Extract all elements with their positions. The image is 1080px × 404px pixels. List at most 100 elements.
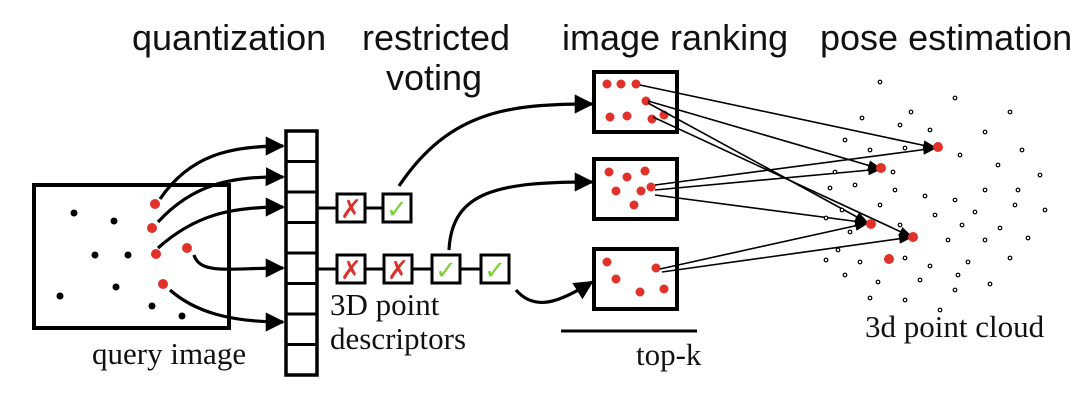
cloud-point bbox=[937, 307, 943, 313]
cloud-point bbox=[875, 279, 881, 285]
cloud-point bbox=[987, 281, 993, 287]
cloud-point bbox=[952, 95, 958, 101]
query-matched-feature bbox=[150, 199, 160, 209]
cloud-point bbox=[897, 122, 903, 128]
accept-mark: ✓ bbox=[484, 256, 506, 286]
cloud-point bbox=[842, 137, 848, 143]
vote-arrow bbox=[447, 172, 594, 251]
cloud-point bbox=[952, 197, 958, 203]
query-image-features bbox=[56, 199, 192, 320]
query-feature-point bbox=[148, 302, 156, 310]
cloud-point bbox=[902, 145, 908, 151]
point-cloud-matched-points bbox=[866, 142, 943, 264]
cloud-point bbox=[897, 222, 903, 228]
visual-word-vocabulary bbox=[284, 129, 319, 377]
cloud-point bbox=[867, 147, 873, 153]
cloud-point bbox=[972, 209, 978, 215]
reject-mark: ✗ bbox=[340, 195, 362, 225]
matched-3d-point bbox=[908, 232, 918, 242]
quantization-heading: quantization bbox=[132, 17, 327, 58]
cloud-point bbox=[1025, 235, 1031, 241]
cloud-point bbox=[892, 187, 898, 193]
quantization-arrows bbox=[156, 136, 285, 332]
cloud-point bbox=[867, 295, 873, 301]
query-feature-point bbox=[70, 209, 78, 217]
query-image-label: query image bbox=[92, 336, 247, 371]
query-feature-point bbox=[124, 251, 132, 259]
quantization-arrow bbox=[168, 288, 285, 332]
cloud-point bbox=[902, 255, 908, 261]
cloud-point bbox=[1012, 202, 1018, 208]
cloud-point bbox=[1037, 172, 1043, 178]
cloud-point bbox=[932, 212, 938, 218]
cloud-point bbox=[859, 115, 865, 121]
cloud-point bbox=[835, 247, 841, 253]
descriptor-box-rejected bbox=[382, 253, 414, 285]
cloud-point bbox=[982, 129, 988, 135]
cloud-point bbox=[1015, 187, 1021, 193]
cloud-point bbox=[982, 237, 988, 243]
vote-arrow bbox=[397, 94, 594, 187]
cloud-point bbox=[957, 152, 963, 158]
correspondence-lines bbox=[639, 84, 938, 273]
matched-3d-point bbox=[876, 163, 886, 173]
top-k-label: top-k bbox=[636, 337, 702, 372]
cloud-point bbox=[945, 237, 951, 243]
query-matched-feature bbox=[158, 279, 168, 289]
reject-mark: ✗ bbox=[387, 256, 409, 286]
query-image-frame bbox=[32, 183, 231, 330]
ranked-image-3 bbox=[592, 247, 679, 311]
descriptor-box-rejected bbox=[335, 253, 367, 285]
cloud-point bbox=[1042, 207, 1048, 213]
cloud-point bbox=[832, 169, 838, 175]
cloud-point bbox=[959, 222, 965, 228]
query-matched-feature bbox=[182, 243, 192, 253]
matched-3d-point bbox=[884, 254, 894, 264]
query-feature-point bbox=[91, 251, 99, 259]
vote-arrow bbox=[514, 280, 594, 305]
cloud-point bbox=[877, 79, 883, 85]
cloud-point bbox=[857, 259, 863, 265]
cloud-point bbox=[952, 287, 958, 293]
cloud-point bbox=[1007, 255, 1013, 261]
image-ranking-heading: image ranking bbox=[562, 17, 789, 58]
quantization-arrow bbox=[158, 136, 285, 200]
descriptor-list-lower: ✗ ✗ ✓ ✓ bbox=[317, 253, 511, 286]
cloud-point bbox=[1007, 109, 1013, 115]
cloud-point bbox=[827, 185, 833, 191]
descriptor-box-rejected bbox=[335, 192, 367, 224]
restricted-voting-heading-line1: restricted bbox=[362, 17, 511, 58]
cloud-point bbox=[908, 109, 914, 115]
accept-mark: ✓ bbox=[386, 195, 408, 225]
cloud-point bbox=[982, 187, 988, 193]
cloud-point bbox=[890, 169, 896, 175]
cloud-point bbox=[839, 207, 845, 213]
descriptor-box-accepted bbox=[479, 253, 511, 285]
cloud-point bbox=[823, 257, 829, 263]
descriptors-label-line2: descriptors bbox=[330, 321, 467, 356]
cloud-point bbox=[902, 297, 908, 303]
point-cloud-points bbox=[823, 79, 1048, 313]
cloud-point bbox=[823, 215, 829, 221]
voting-arrows bbox=[397, 94, 594, 305]
descriptors-label-line1: 3D point bbox=[330, 287, 440, 322]
cloud-point bbox=[922, 193, 928, 199]
cloud-point bbox=[917, 277, 923, 283]
cloud-point bbox=[927, 127, 933, 133]
cloud-point bbox=[927, 263, 933, 269]
quantization-arrow bbox=[156, 167, 285, 224]
query-feature-point bbox=[178, 312, 186, 320]
query-matched-feature bbox=[147, 223, 157, 233]
pose-estimation-heading: pose estimation bbox=[820, 17, 1073, 58]
cloud-point bbox=[852, 182, 858, 188]
quantization-arrow bbox=[192, 254, 285, 278]
cloud-point bbox=[877, 202, 883, 208]
cloud-point bbox=[847, 229, 853, 235]
matched-3d-point bbox=[933, 142, 943, 152]
matched-3d-point bbox=[866, 219, 876, 229]
descriptor-box-accepted bbox=[381, 192, 413, 224]
cloud-point bbox=[995, 162, 1001, 168]
reject-mark: ✗ bbox=[340, 256, 362, 286]
